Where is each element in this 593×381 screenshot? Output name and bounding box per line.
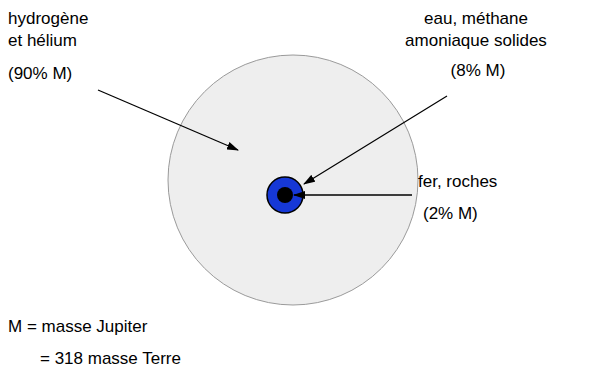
leader-arrow xyxy=(304,96,447,184)
note-text: M = masse Jupiter xyxy=(8,316,147,338)
leader-arrow xyxy=(98,90,238,150)
note-text: = 318 masse Terre xyxy=(40,348,181,370)
leader-arrow xyxy=(294,194,412,195)
region-label: hydrogène et hélium xyxy=(8,8,100,52)
region-label: eau, méthane amoniaque solides xyxy=(396,8,556,52)
rock-core xyxy=(277,187,293,203)
gas-envelope xyxy=(168,55,418,305)
mass-fraction: (90% M) xyxy=(8,63,72,85)
mass-fraction: (2% M) xyxy=(423,203,478,225)
region-label: fer, roches xyxy=(418,171,497,193)
mass-fraction: (8% M) xyxy=(451,60,506,82)
